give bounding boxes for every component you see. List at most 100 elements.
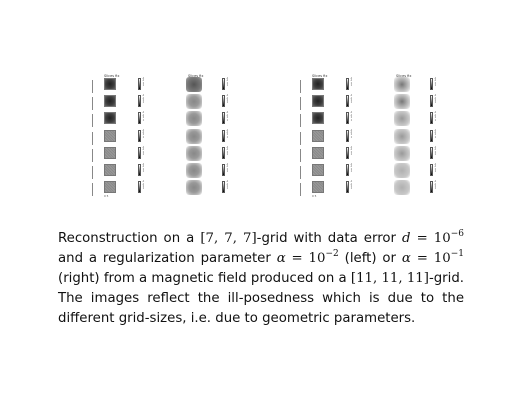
- row-label-bar: [300, 114, 301, 128]
- colorbar: [222, 78, 225, 90]
- caption-grid-large: [11, 11, 11]: [350, 271, 429, 286]
- slice-image: [104, 181, 116, 194]
- caption-math-eq: = 10: [285, 251, 326, 266]
- reconstruction-figure: Slices fix Slices fix 0 5 -4 -2 0 2 -4 -2…: [0, 62, 517, 202]
- slice-image: [186, 111, 202, 127]
- colorbar: [346, 112, 349, 125]
- row-label-mark: [92, 147, 100, 164]
- slice-image: [186, 128, 202, 144]
- slice-image: [104, 78, 116, 90]
- row-label-bar: [92, 183, 93, 197]
- caption-math-eq: = 10: [410, 251, 451, 266]
- colorbar-ticks: -4 -2 0 2: [434, 145, 437, 157]
- slice-image: [312, 95, 324, 108]
- row-label-bar: [92, 166, 93, 179]
- slice-image: [312, 146, 324, 159]
- colorbar: [430, 146, 433, 159]
- row-label-bar: [300, 166, 301, 179]
- colorbar-ticks: -4 -2 0 2: [226, 180, 229, 191]
- colorbar-ticks: -4 -2 0 2: [350, 111, 353, 122]
- colorbar: [222, 146, 225, 159]
- column-title: Slices fix: [104, 74, 120, 78]
- colorbar-ticks: -4 -2 0 2: [226, 111, 229, 122]
- colorbar-ticks: -4 -2 0 2: [350, 180, 353, 191]
- colorbar-ticks: -4 -2 0 2: [142, 145, 145, 157]
- figure-panel-left: Slices fix Slices fix 0 5 -4 -2 0 2-4 -2…: [92, 62, 242, 202]
- figure-caption: Reconstruction on a [7, 7, 7]-grid with …: [58, 229, 464, 329]
- colorbar: [222, 112, 225, 125]
- caption-math-alpha: α: [276, 251, 286, 266]
- colorbar: [346, 95, 349, 108]
- colorbar: [222, 129, 225, 142]
- slice-image: [104, 164, 116, 176]
- figure-panel-right: Slices fix Slices fix 0 5 -4 -2 0 2-4 -2…: [300, 62, 450, 202]
- row-label-bar: [300, 80, 301, 93]
- row-label-mark: [92, 164, 100, 181]
- caption-math-exponent: −1: [450, 249, 464, 259]
- row-label-mark: [300, 181, 308, 198]
- colorbar-ticks: -4 -2 0 2: [434, 94, 437, 105]
- colorbar-ticks: -4 -2 0 2: [142, 128, 145, 139]
- slice-image: [394, 145, 410, 161]
- slice-image: [312, 129, 324, 142]
- caption-text: (right) from a magnetic field produced o…: [58, 271, 351, 286]
- caption-text: and a regularization parameter: [58, 251, 277, 266]
- slice-image: [186, 77, 202, 92]
- row-label-mark: [300, 164, 308, 181]
- slice-image: [394, 77, 410, 92]
- colorbar: [138, 95, 141, 108]
- caption-text: (left) or: [338, 251, 402, 266]
- caption-text: -grid. The images reflect the ill-posedn…: [58, 271, 465, 326]
- caption-math-eq: = 10: [410, 231, 451, 246]
- row-label-bar: [92, 80, 93, 93]
- slice-image: [394, 94, 410, 110]
- row-labels: [92, 77, 100, 197]
- slice-image: [312, 112, 324, 125]
- colorbar-ticks: -4 -2 0 2: [434, 77, 437, 88]
- row-label-bar: [92, 97, 93, 111]
- column-title: Slices fix: [188, 74, 204, 78]
- colorbar-ticks: -4 -2 0 2: [434, 163, 437, 174]
- axis-tick-labels: 0 5: [312, 194, 317, 198]
- colorbar: [138, 129, 141, 142]
- colorbar-ticks: -4 -2 0 2: [350, 163, 353, 174]
- slice-image: [312, 181, 324, 194]
- colorbar-ticks: -4 -2 0 2: [142, 77, 145, 88]
- colorbar-ticks: -4 -2 0 2: [142, 180, 145, 191]
- row-label-mark: [300, 130, 308, 147]
- row-label-mark: [300, 95, 308, 112]
- row-label-mark: [92, 95, 100, 112]
- colorbar: [138, 146, 141, 159]
- row-label-mark: [300, 78, 308, 95]
- caption-math-exponent: −2: [325, 249, 339, 259]
- slice-image: [394, 111, 410, 127]
- caption-math-exponent: −6: [450, 229, 464, 239]
- colorbar: [430, 164, 433, 176]
- colorbar-ticks: -4 -2 0 2: [142, 94, 145, 105]
- colorbar: [222, 95, 225, 108]
- slice-image: [312, 78, 324, 90]
- colorbar: [430, 181, 433, 194]
- colorbar-ticks: -4 -2 0 2: [142, 111, 145, 122]
- colorbar-ticks: -4 -2 0 2: [226, 145, 229, 157]
- row-label-mark: [92, 130, 100, 147]
- colorbar: [222, 164, 225, 176]
- slice-image: [186, 145, 202, 161]
- slice-image: [186, 94, 202, 110]
- colorbar-ticks: -4 -2 0 2: [226, 163, 229, 174]
- slice-image: [312, 164, 324, 176]
- slice-image: [186, 163, 202, 178]
- slice-image: [104, 129, 116, 142]
- row-labels: [300, 77, 308, 197]
- caption-grid-small: [7, 7, 7]: [200, 231, 257, 246]
- row-label-bar: [300, 148, 301, 162]
- colorbar: [346, 181, 349, 194]
- colorbar: [430, 112, 433, 125]
- row-label-bar: [300, 183, 301, 197]
- colorbar-ticks: -4 -2 0 2: [350, 145, 353, 157]
- caption-text: -grid with data error: [256, 231, 403, 246]
- colorbar-ticks: -4 -2 0 2: [350, 128, 353, 139]
- colorbar-ticks: -4 -2 0 2: [226, 77, 229, 88]
- slice-image: [394, 128, 410, 144]
- row-label-mark: [92, 181, 100, 198]
